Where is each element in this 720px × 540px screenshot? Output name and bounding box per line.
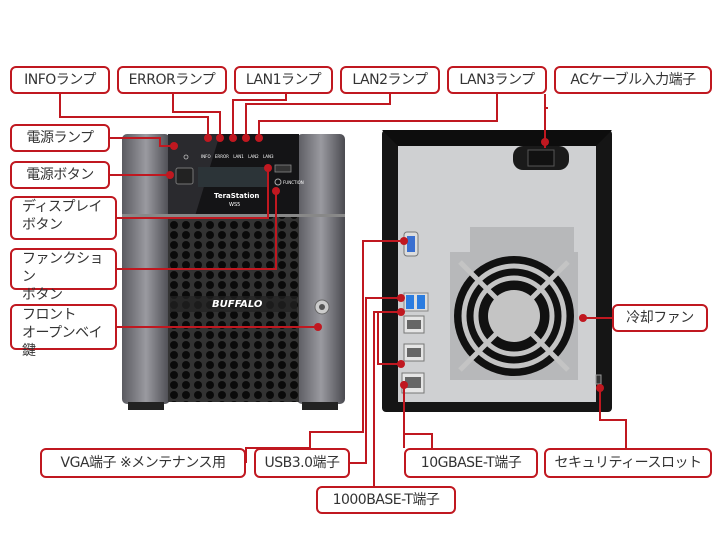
buffalo-logo: BUFFALO (212, 299, 263, 310)
brand-name: TeraStation (214, 192, 260, 200)
model-name: WS5 (229, 202, 241, 208)
leader-dots (166, 134, 604, 392)
label-bay-key: フロントオープンベイ鍵 (10, 304, 117, 359)
label-cooling-fan: 冷却ファン (612, 304, 708, 332)
label-power-button: 電源ボタン (10, 161, 110, 189)
label-security-slot: セキュリティースロット (544, 448, 712, 478)
label-lan1-lamp: LAN1ランプ (234, 66, 333, 94)
label-info-lamp: INFOランプ (10, 66, 110, 94)
label-lan3-lamp: LAN3ランプ (447, 66, 547, 94)
label-error-lamp: ERRORランプ (117, 66, 227, 94)
led-labels: INFO ERROR LAN1 LAN2 LAN3 (201, 154, 274, 159)
front-unit (122, 134, 345, 410)
label-display-button: ディスプレイボタン (10, 196, 117, 240)
function-label: FUNCTION (283, 180, 304, 185)
label-power-lamp: 電源ランプ (10, 124, 110, 152)
label-10gbase-port: 10GBASE-T端子 (404, 448, 538, 478)
label-ac-input: ACケーブル入力端子 (554, 66, 712, 94)
label-function-button: ファンクションボタン (10, 248, 117, 303)
rear-unit (382, 130, 612, 412)
label-vga-port: VGA端子 ※メンテナンス用 (40, 448, 246, 478)
label-1000base-port: 1000BASE-T端子 (316, 486, 456, 514)
label-usb-port: USB3.0端子 (254, 448, 350, 478)
label-lan2-lamp: LAN2ランプ (340, 66, 440, 94)
